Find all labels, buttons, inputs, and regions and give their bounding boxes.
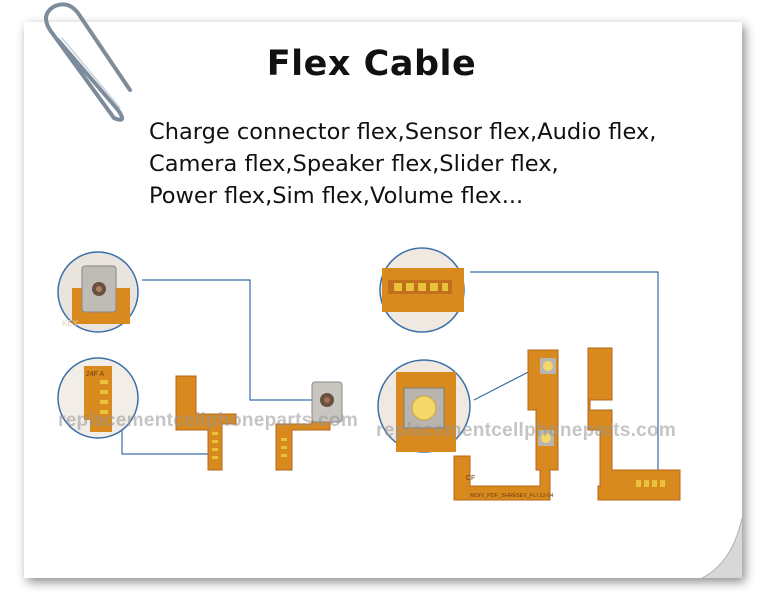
description-line-1: Charge connector flex,Sensor flex,Audio … bbox=[149, 119, 657, 145]
watermark-left: replacementcellphoneparts.com bbox=[58, 410, 359, 431]
flex-cable-right-slider: CF MOIV_PDF_SHRE5EV_FLI 12-04 bbox=[453, 349, 559, 501]
pcb-right-code: MOIV_PDF_SHRE5EV_FLI 12-04 bbox=[470, 493, 553, 499]
paperclip-icon bbox=[44, 2, 132, 122]
zoom-circle-connector bbox=[379, 247, 465, 333]
pcb-left-code: 24F A bbox=[86, 371, 105, 378]
leader-lines-right bbox=[470, 271, 659, 482]
zoom-circle-switch bbox=[377, 359, 471, 453]
page-title-text: Flex Cable bbox=[266, 44, 477, 84]
zoom-circle-contacts: 24F A bbox=[57, 357, 139, 439]
pcb-cf-label: CF bbox=[466, 475, 475, 482]
flex-cable-right-power bbox=[587, 347, 681, 501]
description-line-2: Camera flex,Speaker flex,Slider flex, bbox=[149, 151, 559, 177]
description-line-3: Power flex,Sim flex,Volume flex... bbox=[149, 183, 524, 209]
watermark-right: replacementcellphoneparts.com bbox=[376, 420, 677, 441]
flex-cable-left-b bbox=[275, 381, 343, 471]
pcb-key-label: KEY bbox=[62, 319, 79, 328]
page-title: Flex Cable bbox=[0, 44, 767, 84]
page-curl-icon bbox=[702, 518, 742, 578]
zoom-circle-microphone: KEY bbox=[57, 251, 139, 333]
description: Charge connector flex,Sensor flex,Audio … bbox=[149, 116, 749, 212]
flex-cable-left-a bbox=[175, 375, 237, 471]
